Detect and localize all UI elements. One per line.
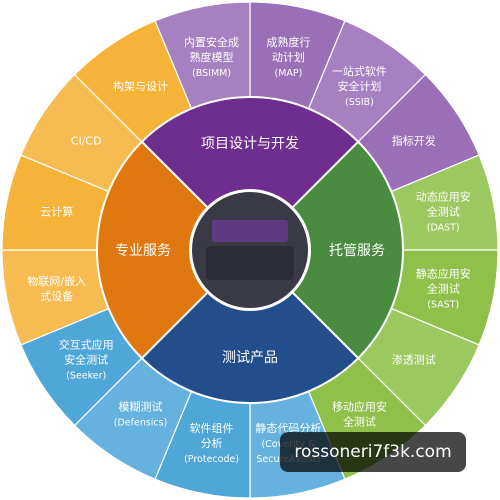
inner-segment[interactable] <box>291 140 404 360</box>
outer-segment-label: 物联网/嵌入式设备 <box>27 274 86 303</box>
outer-segment-label: 指标开发 <box>392 134 436 148</box>
inner-segment[interactable] <box>140 96 360 209</box>
outer-segment-label: 构架与设计 <box>113 79 168 93</box>
outer-segment-label: 一站式软件安全计划(SSIB) <box>332 64 387 108</box>
center-logo-block <box>206 246 294 280</box>
outer-segment-label: 动态应用安全测试(DAST) <box>416 190 471 234</box>
outer-segment-label: CI/CD <box>71 135 102 148</box>
outer-segment-label: 渗透测试 <box>392 352 436 366</box>
center-hub <box>192 192 308 308</box>
inner-segment-label: 专业服务 <box>115 243 171 259</box>
inner-segment-label: 测试产品 <box>222 350 278 366</box>
outer-segment-label: 成熟度行动计划(MAP) <box>266 35 310 79</box>
watermark-label: rossoneri7f3k.com <box>280 432 466 472</box>
inner-segment[interactable] <box>96 140 209 360</box>
inner-segment-label: 项目设计与开发 <box>201 136 299 152</box>
center-logo-bar <box>212 220 288 242</box>
outer-segment-label: 交互式应用安全测试(Seeker) <box>59 337 114 381</box>
outer-segment-label: 软件组件分析(Protecode) <box>184 421 239 465</box>
outer-segment-label: 内置安全成熟度模型(BSIMM) <box>184 35 239 79</box>
inner-segment-label: 托管服务 <box>329 243 385 259</box>
inner-segment[interactable] <box>140 291 360 404</box>
outer-segment-label: 云计算 <box>40 205 73 219</box>
outer-segment-label: 移动应用安全测试 <box>332 399 387 428</box>
outer-segment-label: 模糊测试(Defensics) <box>114 399 168 428</box>
outer-segment-label: 静态应用安全测试(SAST) <box>416 266 471 310</box>
